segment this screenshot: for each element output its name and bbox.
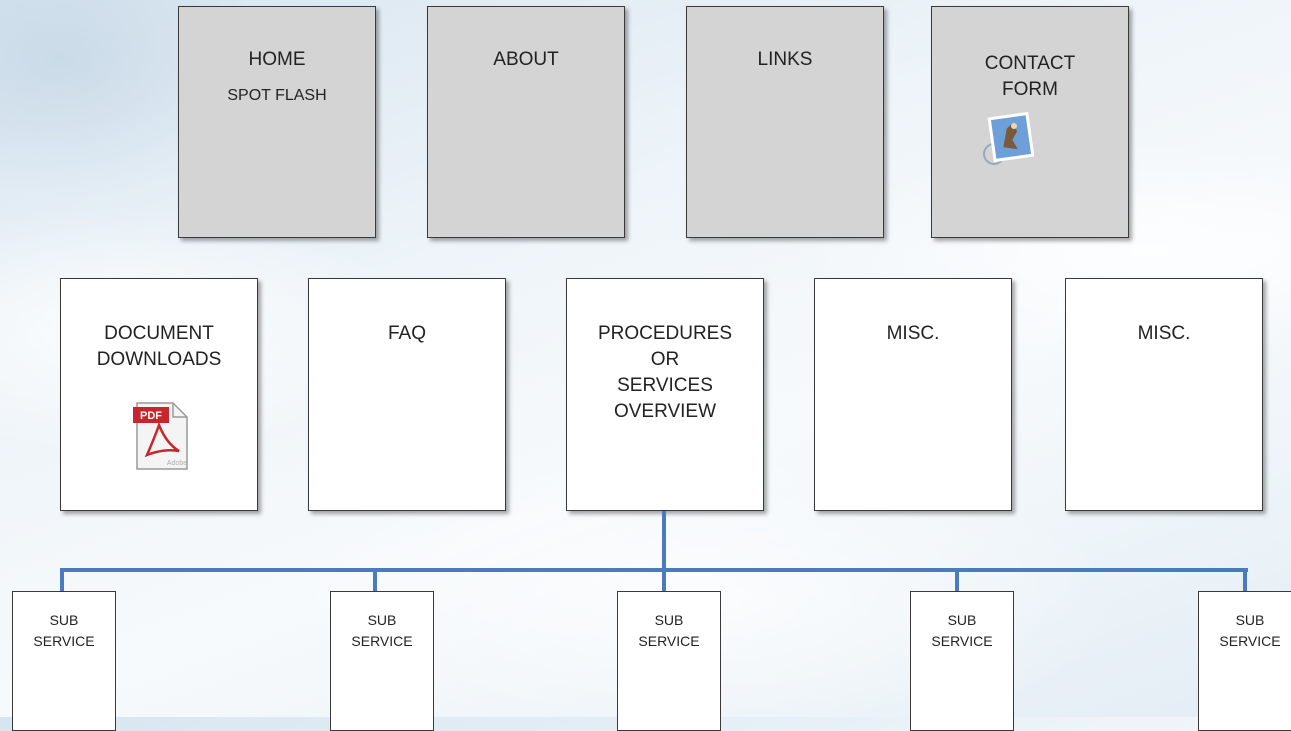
sub-service-label-2: SUB SERVICE bbox=[351, 612, 413, 649]
connector-drop-2 bbox=[373, 568, 377, 592]
procedures-services-box[interactable]: PROCEDURES OR SERVICES OVERVIEW bbox=[566, 278, 764, 511]
home-box[interactable]: HOME SPOT FLASH bbox=[178, 6, 376, 238]
sub-service-label-5: SUB SERVICE bbox=[1219, 612, 1281, 649]
about-box[interactable]: ABOUT bbox=[427, 6, 625, 238]
misc-title-2: MISC. bbox=[1137, 323, 1191, 344]
sub-service-label-3: SUB SERVICE bbox=[638, 612, 700, 649]
adobe-brand-text: Adobe bbox=[167, 460, 187, 467]
home-subtitle: SPOT FLASH bbox=[227, 87, 327, 104]
links-title: LINKS bbox=[757, 49, 813, 70]
connector-trunk bbox=[662, 511, 666, 571]
connector-horizontal bbox=[60, 568, 1248, 572]
connector-drop-3 bbox=[662, 568, 666, 592]
pdf-icon: PDF Adobe bbox=[133, 402, 188, 470]
sub-service-box-4[interactable]: SUB SERVICE bbox=[910, 591, 1014, 731]
document-downloads-title: DOCUMENT DOWNLOADS bbox=[96, 323, 222, 370]
procedures-services-title: PROCEDURES OR SERVICES OVERVIEW bbox=[597, 323, 733, 422]
contact-form-title: CONTACT FORM bbox=[984, 53, 1076, 100]
document-downloads-box[interactable]: DOCUMENT DOWNLOADS PDF Adobe bbox=[60, 278, 258, 511]
pdf-badge-text: PDF bbox=[140, 410, 162, 422]
misc-title-1: MISC. bbox=[886, 323, 940, 344]
home-title: HOME bbox=[248, 49, 306, 70]
misc-box-1[interactable]: MISC. bbox=[814, 278, 1012, 511]
about-title: ABOUT bbox=[493, 49, 559, 70]
sub-service-box-2[interactable]: SUB SERVICE bbox=[330, 591, 434, 731]
misc-box-2[interactable]: MISC. bbox=[1065, 278, 1263, 511]
faq-box[interactable]: FAQ bbox=[308, 278, 506, 511]
faq-title: FAQ bbox=[387, 323, 426, 344]
sub-service-label-1: SUB SERVICE bbox=[33, 612, 95, 649]
connector-drop-5 bbox=[1243, 568, 1247, 592]
links-box[interactable]: LINKS bbox=[686, 6, 884, 238]
contact-form-box[interactable]: CONTACT FORM bbox=[931, 6, 1129, 238]
connector-drop-1 bbox=[60, 568, 64, 592]
sub-service-label-4: SUB SERVICE bbox=[931, 612, 993, 649]
sub-service-box-3[interactable]: SUB SERVICE bbox=[617, 591, 721, 731]
sub-service-box-5[interactable]: SUB SERVICE bbox=[1198, 591, 1291, 731]
connector-drop-4 bbox=[955, 568, 959, 592]
mail-stamp-icon bbox=[983, 111, 1034, 165]
sub-service-box-1[interactable]: SUB SERVICE bbox=[12, 591, 116, 731]
